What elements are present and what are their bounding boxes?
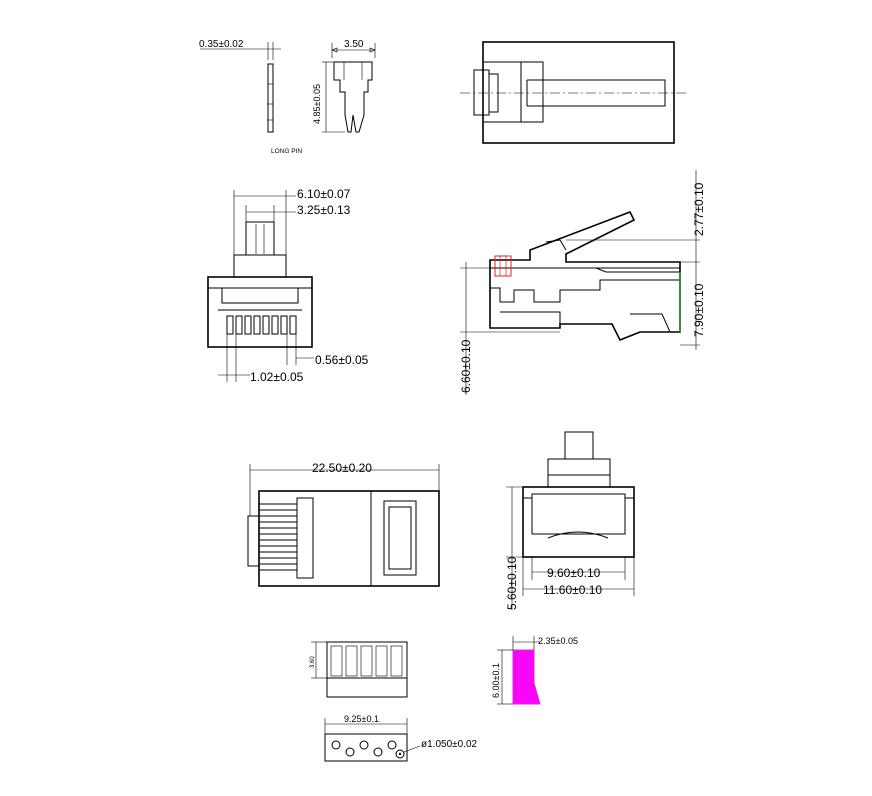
load-bar-end-view: 9.25±0.1 ø1.050±0.02 (324, 714, 478, 762)
top-view (460, 41, 686, 144)
small-part-width-label: 9.25±0.1 (344, 714, 379, 724)
long-pin-label: LONG PIN (271, 148, 302, 155)
load-bar-side-view: 3.60 (310, 641, 408, 698)
overall-length-label: 22.50±0.20 (312, 461, 372, 475)
pin-width-label: 3.50 (344, 39, 364, 50)
rear-view: 9.60±0.10 11.60±0.10 5.60±0.10 (505, 431, 635, 610)
side-total-height-label: 6.60±0.10 (459, 339, 473, 393)
contact-width-label: 0.56±0.05 (315, 353, 369, 367)
insert-height-label: 6.00±0.1 (491, 663, 501, 698)
insert-width-label: 2.35±0.05 (538, 636, 578, 646)
outer-width-label: 11.60±0.10 (543, 583, 602, 597)
pin-edge-view: 0.35±0.02 LONG PIN (199, 39, 302, 155)
front-view: 6.10±0.07 3.25±0.13 0.56±0.05 1.02±0.05 (207, 187, 369, 384)
side-red-highlight (494, 255, 512, 277)
front-outer-width-label: 6.10±0.07 (297, 187, 351, 201)
bottom-view: 22.50±0.20 (247, 461, 440, 587)
front-contacts (226, 315, 297, 335)
bottom-contact-lines (259, 503, 297, 571)
hole-diameter-label: ø1.050±0.02 (421, 739, 478, 750)
side-view: 2.77±0.10 7.90±0.10 6.60±0.10 (459, 170, 706, 395)
rear-height-label: 5.60±0.10 (505, 556, 519, 610)
front-latch-width-label: 3.25±0.13 (297, 203, 351, 217)
latch-height-label: 2.77±0.10 (692, 182, 706, 236)
pin-height-label: 4.85±0.05 (312, 84, 322, 124)
insert-view: 2.35±0.05 6.00±0.1 (491, 636, 578, 705)
contact-pitch-label: 1.02±0.05 (250, 370, 304, 384)
body-height-label: 7.90±0.10 (692, 283, 706, 337)
pin-front-view: 3.50 4.85±0.05 (312, 39, 376, 133)
small-part-height-label: 3.60 (310, 656, 316, 668)
inner-width-label: 9.60±0.10 (547, 566, 601, 580)
pin-thickness-label: 0.35±0.02 (199, 39, 244, 50)
insert-body (512, 649, 541, 705)
